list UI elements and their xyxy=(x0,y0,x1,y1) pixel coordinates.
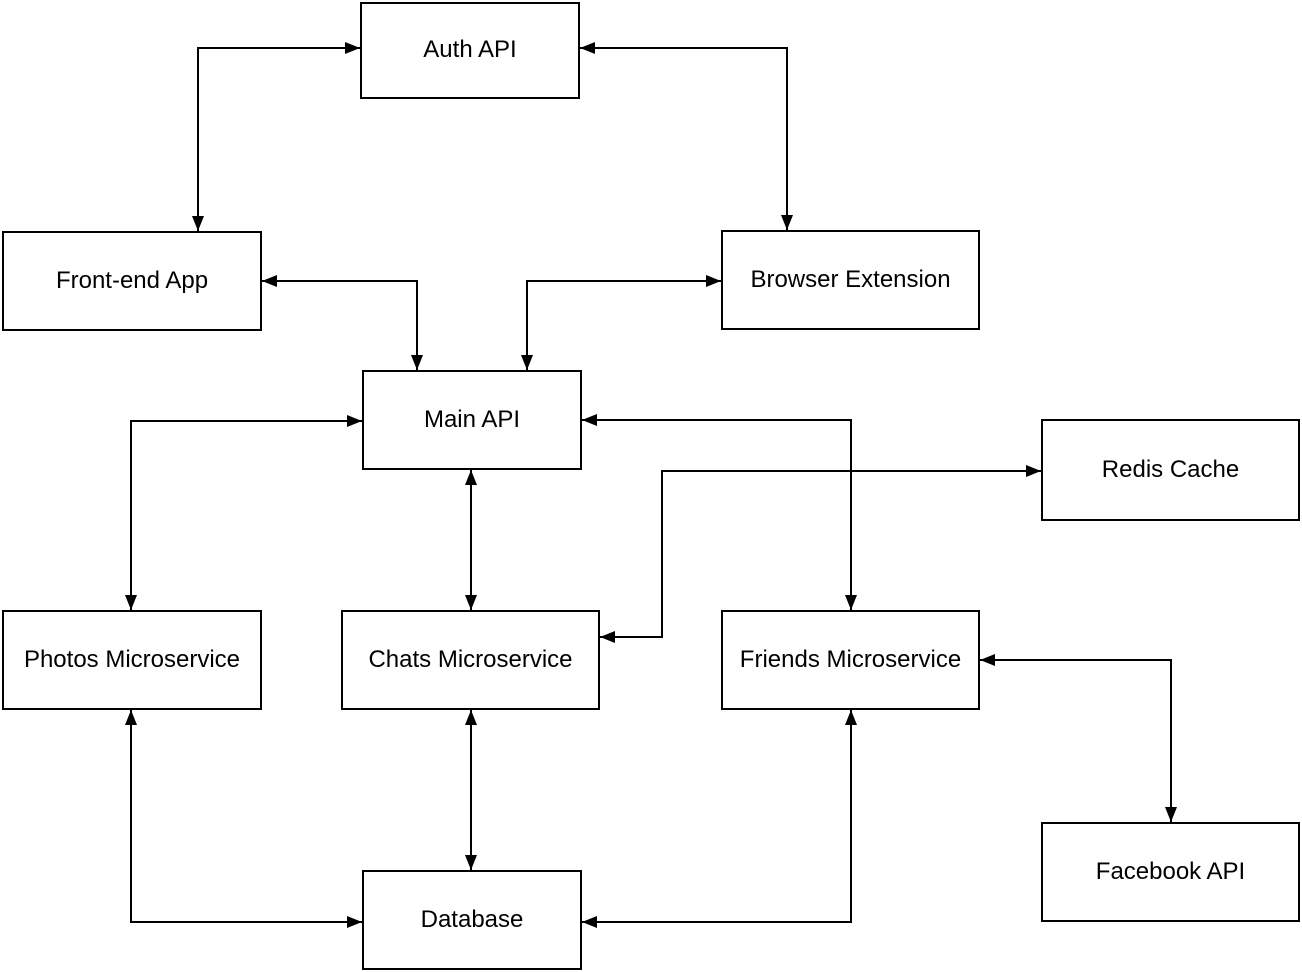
node-auth-api: Auth API xyxy=(360,2,580,99)
node-label-auth-api: Auth API xyxy=(423,36,517,64)
node-label-main-api: Main API xyxy=(423,405,521,433)
node-label-chats-microservice: Chats Microservice xyxy=(368,645,573,673)
edge-main-api-to-friends-microservice xyxy=(582,414,857,610)
edge-friends-microservice-to-database xyxy=(582,710,857,928)
node-main-api: Main API xyxy=(362,370,582,470)
node-label-database: Database xyxy=(420,905,524,933)
node-database: Database xyxy=(362,870,582,970)
node-frontend-app: Front-end App xyxy=(2,231,262,331)
edge-photos-microservice-to-database xyxy=(125,710,362,928)
edge-browser-extension-to-main-api xyxy=(521,275,721,370)
node-label-photos-microservice: Photos Microservice xyxy=(23,645,241,673)
node-photos-microservice: Photos Microservice xyxy=(2,610,262,710)
edge-chats-microservice-to-redis-cache xyxy=(600,465,1041,643)
node-label-frontend-app: Front-end App xyxy=(55,266,209,294)
edge-frontend-app-to-main-api xyxy=(262,275,423,370)
node-redis-cache: Redis Cache xyxy=(1041,419,1300,521)
node-label-friends-microservice: Friends Microservice xyxy=(739,645,962,673)
edge-friends-microservice-to-facebook-api xyxy=(980,654,1177,822)
edge-photos-microservice-to-main-api xyxy=(125,415,362,610)
node-chats-microservice: Chats Microservice xyxy=(341,610,600,710)
node-label-facebook-api: Facebook API xyxy=(1095,857,1246,885)
edge-frontend-app-to-auth-api xyxy=(192,42,360,231)
node-label-browser-extension: Browser Extension xyxy=(750,265,951,293)
node-friends-microservice: Friends Microservice xyxy=(721,610,980,710)
edge-browser-extension-to-auth-api xyxy=(580,42,793,230)
node-browser-extension: Browser Extension xyxy=(721,230,980,330)
node-label-redis-cache: Redis Cache xyxy=(1101,455,1240,483)
node-facebook-api: Facebook API xyxy=(1041,822,1300,922)
